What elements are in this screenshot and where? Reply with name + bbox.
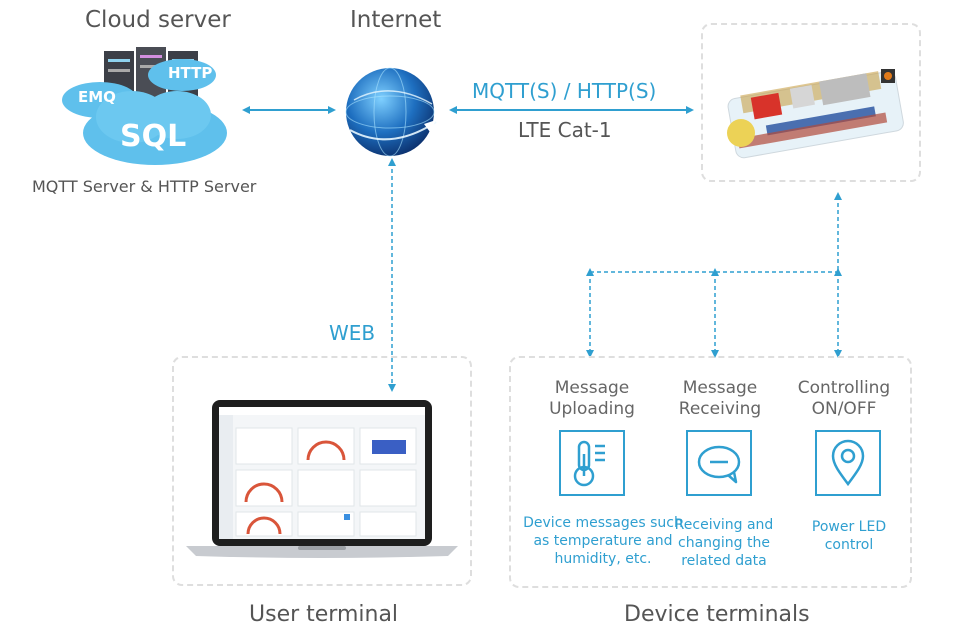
feature-receiving-icon-box bbox=[686, 430, 752, 496]
globe-icon bbox=[340, 60, 444, 164]
internet-title: Internet bbox=[350, 7, 442, 33]
feature-controlling-desc: Power LED control bbox=[811, 519, 887, 553]
cloud-server-subtitle: MQTT Server & HTTP Server bbox=[32, 177, 257, 196]
sql-label: SQL bbox=[120, 119, 187, 154]
network-label: LTE Cat-1 bbox=[518, 118, 612, 142]
feature-uploading-desc: Device messages such as temperature and … bbox=[523, 515, 683, 567]
feature-uploading-icon-box bbox=[559, 430, 625, 496]
feature-controlling-icon-box bbox=[815, 430, 881, 496]
laptop-icon bbox=[186, 398, 458, 560]
user-terminal-box bbox=[172, 356, 472, 586]
protocol-label: MQTT(S) / HTTP(S) bbox=[472, 79, 657, 103]
feature-uploading-title: Message Uploading bbox=[549, 378, 635, 419]
feature-receiving-title: Message Receiving bbox=[678, 378, 762, 419]
emq-label: EMQ bbox=[78, 88, 116, 106]
device-board-image bbox=[727, 69, 904, 159]
location-pin-icon bbox=[831, 439, 865, 487]
feature-controlling-title: Controlling ON/OFF bbox=[797, 378, 891, 419]
web-label: WEB bbox=[329, 321, 376, 345]
device-box bbox=[701, 23, 921, 182]
feature-receiving-desc: Receiving and changing the related data bbox=[674, 517, 774, 569]
user-terminal-title: User terminal bbox=[249, 602, 399, 627]
cloud-server-graphic: EMQ HTTP SQL bbox=[52, 45, 242, 170]
message-bubble-icon bbox=[697, 445, 741, 484]
server-rack-icon bbox=[62, 47, 227, 165]
device-terminals-title: Device terminals bbox=[624, 602, 810, 627]
cloud-server-title: Cloud server bbox=[85, 7, 231, 33]
http-label: HTTP bbox=[168, 64, 213, 82]
device-terminals-box: Message Uploading Device messages such a… bbox=[509, 356, 912, 588]
thermometer-icon bbox=[573, 440, 605, 487]
